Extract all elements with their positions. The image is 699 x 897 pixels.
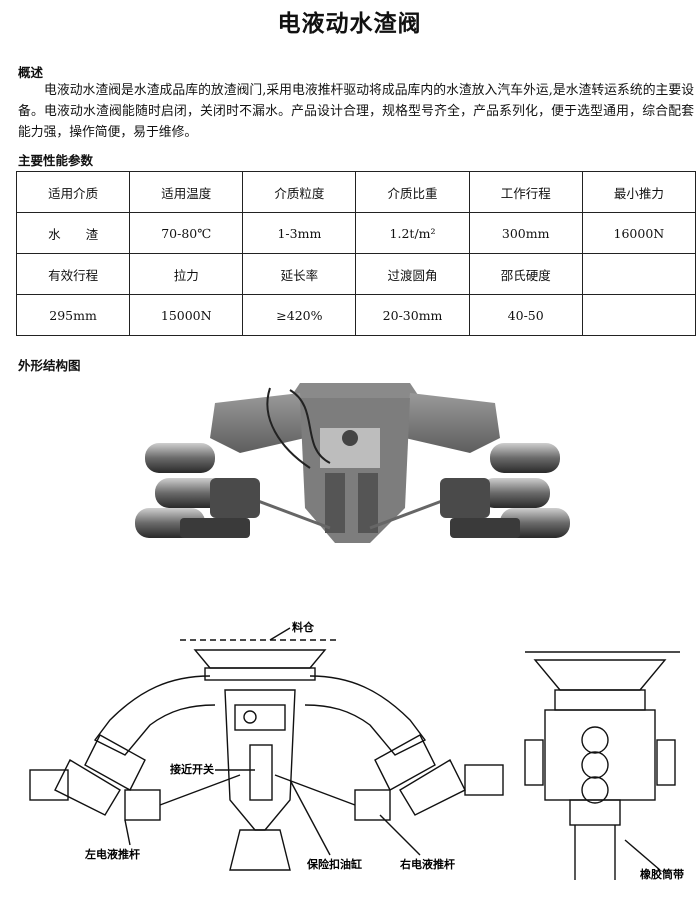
params-cell: 拉力: [129, 253, 244, 295]
params-cell: [581, 294, 697, 336]
params-row: 有效行程拉力延长率过渡圆角邵氏硬度: [15, 253, 697, 295]
label-proximity-switch: 接近开关: [170, 762, 214, 776]
label-left-pusher: 左电液推杆: [84, 847, 140, 861]
params-cell: 300mm: [468, 212, 583, 254]
params-cell: 过渡圆角: [355, 253, 470, 295]
photo-right-cylinders: [440, 443, 570, 538]
valve-photo: [135, 383, 570, 543]
params-cell: 介质粒度: [242, 171, 357, 213]
structure-drawing: 料仓 接近开关 左电液推杆 保险扣油缸 右电液推杆 橡胶筒带: [29, 620, 684, 881]
params-cell: 有效行程: [15, 253, 131, 295]
label-right-pusher: 右电液推杆: [399, 857, 455, 871]
params-cell: 延长率: [242, 253, 357, 295]
overview-text: 电液动水渣阀是水渣成品库的放渣阀门,采用电液推杆驱动将成品库内的水渣放入汽车外运…: [18, 80, 694, 143]
params-cell: 16000N: [581, 212, 697, 254]
params-cell: 15000N: [129, 294, 244, 336]
params-cell: 适用介质: [15, 171, 131, 213]
front-view: [29, 627, 504, 871]
label-rubber-sleeve: 橡胶筒带: [640, 867, 684, 881]
overview-heading: 概述: [18, 65, 44, 80]
params-cell: 1.2t/m²: [355, 212, 470, 254]
params-cell: ≥420%: [242, 294, 357, 336]
photo-left-cylinders: [135, 443, 260, 538]
label-hopper: 料仓: [292, 620, 315, 634]
params-cell: 邵氏硬度: [468, 253, 583, 295]
params-cell: 295mm: [15, 294, 131, 336]
params-cell: 70-80℃: [129, 212, 244, 254]
params-heading: 主要性能参数: [18, 153, 94, 168]
params-cell: 40-50: [468, 294, 583, 336]
overview-paragraph: 电液动水渣阀是水渣成品库的放渣阀门,采用电液推杆驱动将成品库内的水渣放入汽车外运…: [18, 83, 694, 140]
params-cell: 介质比重: [355, 171, 470, 213]
params-cell: [581, 253, 697, 295]
params-cell: 适用温度: [129, 171, 244, 213]
params-cell: 20-30mm: [355, 294, 470, 336]
params-cell: 最小推力: [581, 171, 697, 213]
photo-frame: [210, 383, 500, 543]
structure-heading: 外形结构图: [18, 358, 81, 373]
label-safety-cylinder: 保险扣油缸: [306, 857, 362, 871]
params-cell: 1-3mm: [242, 212, 357, 254]
side-view: [524, 651, 680, 880]
params-cell: 工作行程: [468, 171, 583, 213]
page-title: 电液动水渣阀: [277, 10, 422, 37]
params-row: 适用介质适用温度介质粒度介质比重工作行程最小推力: [15, 171, 697, 213]
params-cell: 水 渣: [15, 212, 131, 254]
